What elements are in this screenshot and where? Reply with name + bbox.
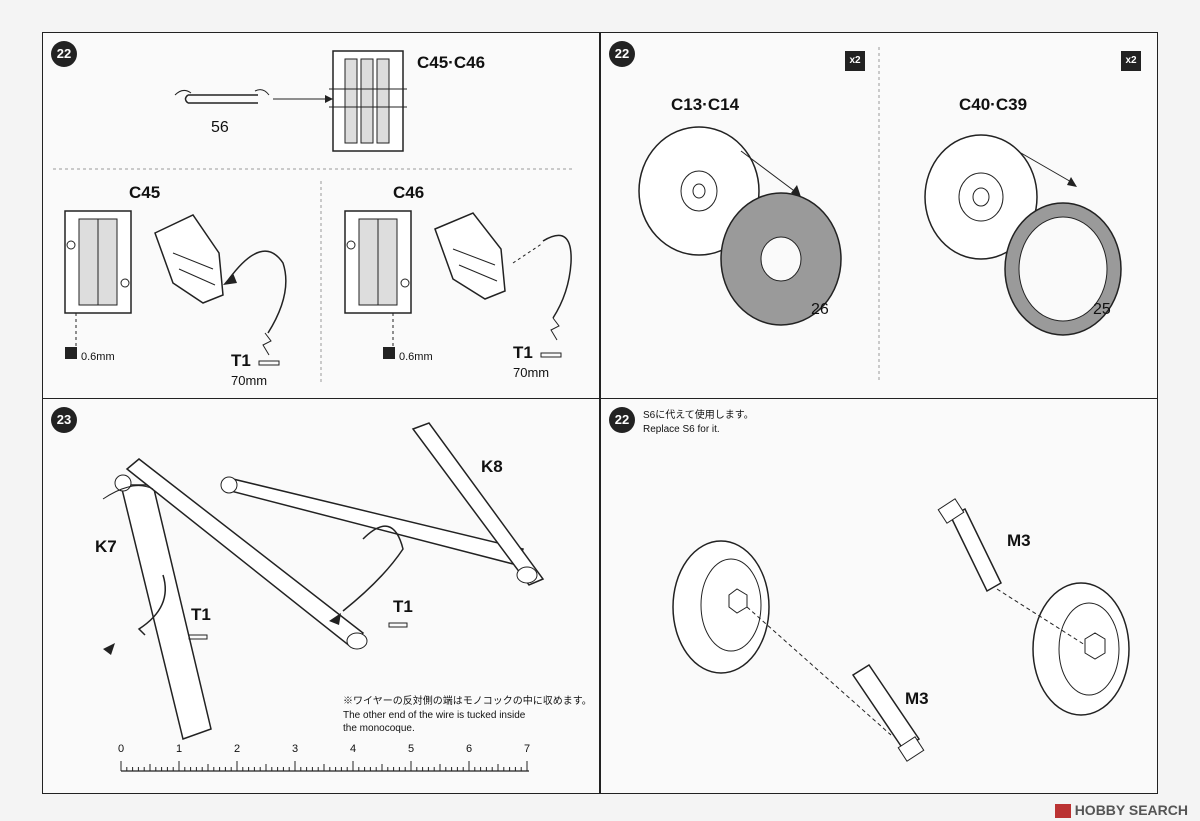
label-c13-c14: C13·C14 [671,95,740,114]
part-25-label: 25 [1093,301,1111,318]
caliper-drawing [53,50,573,383]
step-number-badge: 22 [51,41,77,67]
step-number-badge: 22 [609,407,635,433]
wire-length-right: 70mm [513,365,550,380]
drill-size-right: 0.6mm [399,351,433,363]
panel-step-23-suspension: 23 K8 K7 T1 T1 ※ [43,399,600,793]
label-c40-c39: C40·C39 [959,95,1028,114]
label-c45-c46: C45·C46 [417,53,486,72]
quantity-x2-badge: x2 [1121,51,1141,71]
t1-label-a: T1 [191,605,211,624]
watermark-logo-icon [1054,804,1071,818]
panel-step-22-rotors: 22 x2 x2 C13·C14 C40·C39 26 25 [600,33,1157,399]
step-number-badge: 22 [609,41,635,67]
part-26-label: 26 [811,301,829,318]
drill-size-left: 0.6mm [81,351,115,363]
ruler-tick-label: 5 [408,743,415,755]
watermark: HOBBY SEARCH [1054,801,1188,818]
ruler-tick-label: 2 [234,743,241,755]
replace-note-en: Replace S6 for it. [643,424,720,435]
wire-length-left: 70mm [231,373,268,388]
wire-note-en-1: The other end of the wire is tucked insi… [343,710,526,721]
ruler-tick-label: 4 [350,743,357,755]
ruler-tick-label: 3 [292,743,299,755]
wire-note-jp: ※ワイヤーの反対側の端はモノコックの中に収めます。 [343,696,592,707]
part-56-label: 56 [211,119,229,136]
label-c46: C46 [393,183,425,202]
m3-label-bottom: M3 [905,689,929,708]
ruler-ticks [120,761,528,771]
suspension-drawing [102,422,545,772]
label-k8: K8 [481,457,503,476]
watermark-text: HOBBY SEARCH [1074,801,1188,818]
instruction-sheet: 22 [42,32,1158,794]
ruler-tick-label: 1 [176,743,183,755]
quantity-x2-badge: x2 [845,51,865,71]
ruler-tick-label: 0 [118,743,125,755]
panel-step-22-bolts: 22 S6に代えて使用します。 Replace S6 for it. M3 M3 [600,399,1157,793]
step-number-badge: 23 [51,407,77,433]
label-c45: C45 [129,183,161,202]
label-k7: K7 [95,537,117,556]
panel-step-22-calipers: 22 [43,33,600,399]
bolt-drawing [672,498,1130,762]
m3-label-top: M3 [1007,531,1031,550]
wire-note-en-2: the monocoque. [343,723,415,734]
ruler-tick-label: 6 [466,743,473,755]
t1-label-left: T1 [231,351,251,370]
ruler-tick-label: 7 [524,743,531,755]
t1-label-b: T1 [393,597,413,616]
t1-label-right: T1 [513,343,533,362]
rotor-drawing [638,47,1122,383]
replace-note-jp: S6に代えて使用します。 [643,410,754,421]
